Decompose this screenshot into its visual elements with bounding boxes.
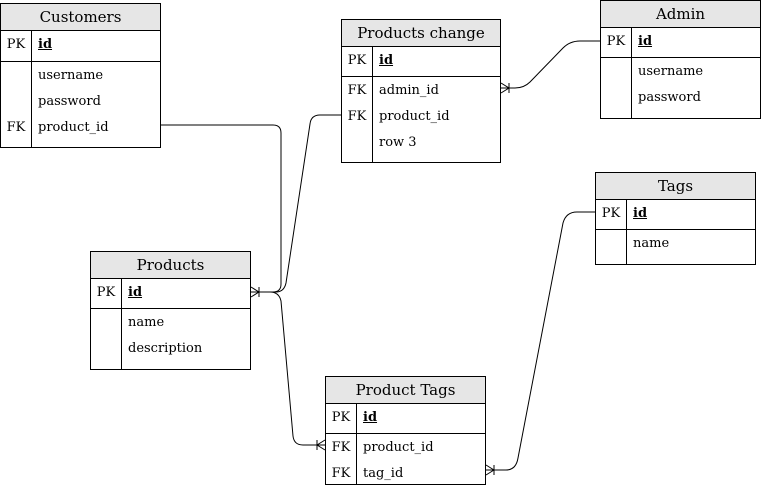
key-label: FK (331, 440, 351, 455)
key-label (601, 85, 631, 111)
field-name: name (128, 315, 165, 330)
fields-section: name description (91, 309, 250, 362)
fields-section: username password FK product_id (1, 62, 160, 141)
pk-row[interactable]: PK id (91, 279, 250, 308)
one-or-many-marker (485, 464, 495, 476)
field-row[interactable]: password (601, 85, 760, 111)
field-name: product_id (38, 120, 109, 135)
field-row[interactable]: FK product_id (1, 115, 160, 141)
pk-field-name: id (363, 410, 378, 425)
field-name: name (633, 236, 670, 251)
pk-row[interactable]: PK id (601, 28, 760, 57)
field-row[interactable]: row 3 (342, 130, 500, 156)
key-column-divider (372, 46, 373, 162)
entity-title: Products change (342, 20, 500, 47)
entity-title: Product Tags (326, 377, 485, 404)
entity-product-tags[interactable]: Product Tags PK id FK product_id FK tag_… (325, 376, 486, 485)
field-row[interactable]: description (91, 336, 250, 362)
field-name: username (638, 64, 704, 79)
pk-field-name: id (638, 34, 653, 49)
key-label: FK (347, 83, 367, 98)
entity-products[interactable]: Products PK id name description (90, 251, 251, 370)
pk-field-name: id (379, 53, 394, 68)
field-row[interactable]: name (91, 310, 250, 336)
connector-tags-producttags (486, 211, 595, 471)
pk-row[interactable]: PK id (1, 31, 160, 61)
field-name: description (128, 341, 203, 356)
field-row[interactable]: password (1, 89, 160, 115)
pk-label: PK (6, 37, 26, 52)
connector-productschange-products (251, 114, 341, 293)
field-name: product_id (379, 109, 450, 124)
connector-products-producttags (251, 291, 325, 446)
field-name: row 3 (379, 135, 417, 150)
key-column-divider (631, 27, 632, 118)
key-label: FK (347, 109, 367, 124)
key-label: FK (6, 120, 26, 135)
field-row[interactable]: FK tag_id (326, 461, 485, 487)
one-or-many-marker (500, 82, 510, 94)
pk-section: PK id (596, 200, 755, 230)
key-column-divider (121, 278, 122, 369)
one-or-many-marker (316, 439, 326, 451)
fields-section: FK admin_id FK product_id row 3 (342, 77, 500, 156)
pk-label: PK (347, 53, 367, 68)
field-row[interactable]: FK admin_id (342, 78, 500, 104)
key-label (91, 310, 121, 336)
pk-field-name: id (128, 285, 143, 300)
fields-section: username password (601, 58, 760, 111)
pk-label: PK (331, 410, 351, 425)
entity-tags[interactable]: Tags PK id name (595, 172, 756, 265)
field-name: password (638, 90, 701, 105)
field-name: password (38, 94, 101, 109)
entity-customers[interactable]: Customers PK id username password FK pro… (0, 3, 161, 148)
fields-section: name (596, 230, 755, 257)
entity-admin[interactable]: Admin PK id username password (600, 0, 761, 119)
pk-row[interactable]: PK id (326, 404, 485, 433)
pk-label: PK (601, 206, 621, 221)
entity-title: Tags (596, 173, 755, 200)
pk-section: PK id (326, 404, 485, 434)
pk-section: PK id (1, 31, 160, 62)
key-column-divider (31, 30, 32, 147)
key-label (596, 231, 626, 257)
pk-label: PK (96, 285, 116, 300)
field-row[interactable]: username (601, 59, 760, 85)
entity-title: Products (91, 252, 250, 279)
field-row[interactable]: name (596, 231, 755, 257)
field-name: admin_id (379, 83, 439, 98)
field-name: product_id (363, 440, 434, 455)
pk-section: PK id (91, 279, 250, 309)
key-label (601, 59, 631, 85)
key-label (1, 89, 31, 115)
pk-label: PK (606, 34, 626, 49)
pk-field-name: id (38, 37, 53, 52)
field-row[interactable]: FK product_id (342, 104, 500, 130)
key-label (91, 336, 121, 362)
key-label (342, 130, 372, 156)
entity-products-change[interactable]: Products change PK id FK admin_id FK pro… (341, 19, 501, 163)
field-row[interactable]: FK product_id (326, 435, 485, 461)
field-name: tag_id (363, 466, 404, 481)
field-row[interactable]: username (1, 63, 160, 89)
connector-admin-productschange (501, 40, 600, 89)
pk-section: PK id (342, 47, 500, 77)
entity-title: Customers (1, 4, 160, 31)
key-label: FK (331, 466, 351, 481)
key-label (1, 63, 31, 89)
pk-field-name: id (633, 206, 648, 221)
pk-section: PK id (601, 28, 760, 58)
pk-row[interactable]: PK id (596, 200, 755, 229)
entity-title: Admin (601, 1, 760, 28)
fields-section: FK product_id FK tag_id (326, 434, 485, 487)
key-column-divider (356, 403, 357, 484)
field-name: username (38, 68, 104, 83)
pk-row[interactable]: PK id (342, 47, 500, 76)
key-column-divider (626, 199, 627, 264)
